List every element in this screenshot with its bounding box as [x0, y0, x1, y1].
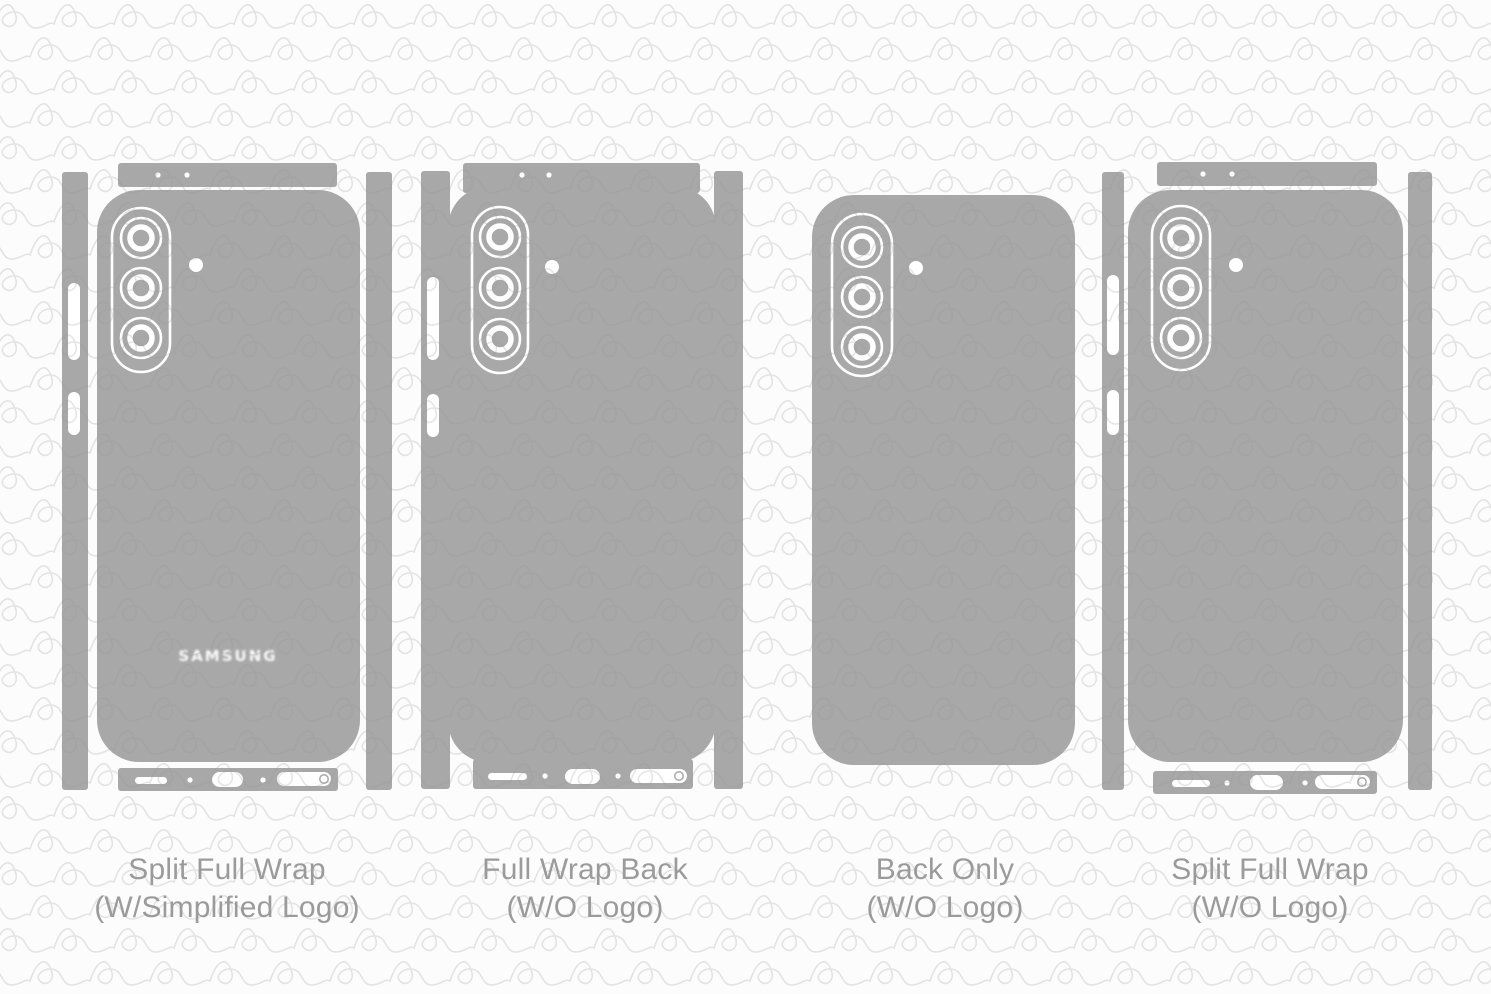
phone-template-split-full-wrap-logo: SAMSUNG [62, 163, 392, 791]
usb-port-cutout [1250, 775, 1283, 790]
camera-lens-icon [1159, 266, 1203, 310]
back-panel [1128, 190, 1403, 762]
power-button-cutout [427, 394, 439, 437]
right-side-strip [366, 172, 392, 790]
label-line: Full Wrap Back [482, 853, 688, 886]
camera-lens-icon [119, 316, 163, 360]
label-line: Split Full Wrap [1171, 853, 1369, 886]
mic-hole [519, 172, 525, 178]
camera-island [1150, 204, 1212, 372]
camera-lens-icon [840, 225, 884, 269]
back-panel [97, 190, 360, 762]
phone-template-full-wrap-back [421, 163, 743, 789]
speaker-cutout [1172, 780, 1210, 787]
back-panel [448, 186, 716, 763]
mic-hole [546, 172, 552, 178]
bottom-strip [1153, 771, 1377, 794]
mic-hole [1229, 171, 1235, 177]
volume-button-cutout [1107, 275, 1119, 355]
camera-island [830, 212, 894, 378]
screw-ring-icon [674, 771, 684, 781]
template-label: Split Full Wrap (W/Simplified Logo) [27, 851, 427, 927]
mic-hole [1302, 780, 1308, 786]
mic-hole [1200, 171, 1206, 177]
camera-lens-icon [119, 216, 163, 260]
label-line: Split Full Wrap [128, 853, 326, 886]
mic-hole [260, 777, 266, 783]
camera-lens-icon [478, 266, 522, 310]
usb-port-cutout [212, 772, 243, 787]
camera-lens-icon [478, 215, 522, 259]
template-label: Full Wrap Back (W/O Logo) [385, 851, 785, 927]
bottom-cutouts [488, 769, 687, 784]
mic-hole [542, 773, 548, 779]
antenna-cutout [630, 769, 687, 783]
flash-icon [909, 261, 923, 275]
power-button-cutout [1107, 390, 1119, 435]
speaker-cutout [135, 777, 167, 784]
top-strip [1157, 162, 1377, 186]
back-panel [812, 195, 1075, 765]
label-line: Back Only [875, 853, 1015, 886]
screw-ring-icon [1357, 777, 1367, 787]
phone-template-back-only [812, 195, 1075, 765]
template-label: Split Full Wrap (W/O Logo) [1070, 851, 1470, 927]
right-wrap-flap [714, 171, 743, 789]
label-line: (W/O Logo) [866, 891, 1024, 924]
antenna-cutout [277, 772, 331, 786]
right-side-strip [1408, 172, 1432, 790]
screw-ring-icon [319, 774, 329, 784]
camera-island [110, 206, 172, 374]
label-line: (W/O Logo) [1191, 891, 1349, 924]
camera-lens-icon [840, 275, 884, 319]
mic-hole [187, 777, 193, 783]
volume-button-cutout [427, 277, 439, 360]
volume-button-cutout [68, 283, 80, 360]
mic-hole [184, 172, 190, 178]
flash-icon [189, 258, 203, 272]
antenna-cutout [1315, 775, 1370, 789]
mic-hole [1224, 780, 1230, 786]
left-wrap-flap [421, 171, 450, 789]
mic-hole [155, 172, 161, 178]
mic-hole [615, 773, 621, 779]
template-label: Back Only (W/O Logo) [745, 851, 1145, 927]
label-line: (W/O Logo) [506, 891, 664, 924]
samsung-logo: SAMSUNG [178, 647, 277, 665]
top-wrap-flap [463, 163, 700, 193]
camera-lens-icon [119, 266, 163, 310]
flash-icon [545, 260, 559, 274]
speaker-cutout [488, 773, 527, 780]
phone-template-split-full-wrap [1102, 162, 1432, 794]
left-side-strip [1102, 172, 1124, 790]
flash-icon [1229, 258, 1243, 272]
usb-port-cutout [565, 769, 600, 784]
camera-lens-icon [840, 325, 884, 369]
camera-lens-icon [1159, 216, 1203, 260]
label-line: (W/Simplified Logo) [94, 891, 360, 924]
camera-island [470, 205, 530, 375]
left-side-strip [62, 172, 88, 790]
power-button-cutout [68, 392, 80, 435]
top-strip [118, 163, 337, 187]
camera-lens-icon [478, 317, 522, 361]
bottom-strip [118, 768, 338, 791]
camera-lens-icon [1159, 316, 1203, 360]
